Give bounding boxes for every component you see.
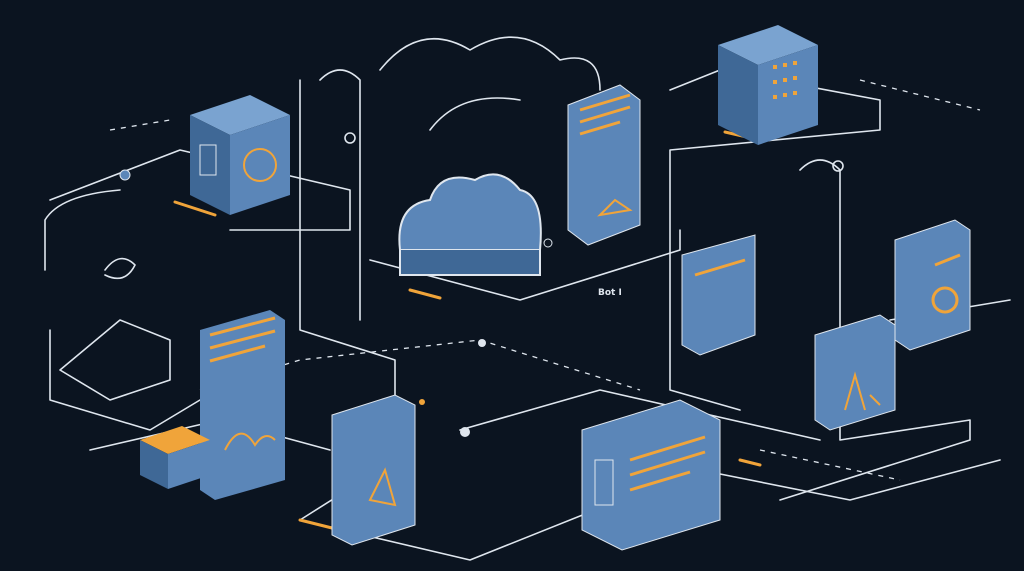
connection-nodes — [119, 132, 844, 437]
cloud-icon — [398, 173, 542, 276]
file-server-icon — [331, 394, 416, 546]
database-server-icon — [200, 310, 285, 500]
center-text-label: Bot I — [598, 288, 622, 298]
chart-server-icon — [814, 314, 896, 431]
server-icon — [190, 95, 290, 215]
gear-server-icon — [894, 219, 971, 351]
server-rack-icon — [718, 25, 818, 145]
document-server-icon — [567, 84, 641, 246]
storage-box-icon — [140, 426, 210, 489]
main-server-icon — [581, 399, 721, 551]
panel-server-icon — [681, 234, 756, 356]
